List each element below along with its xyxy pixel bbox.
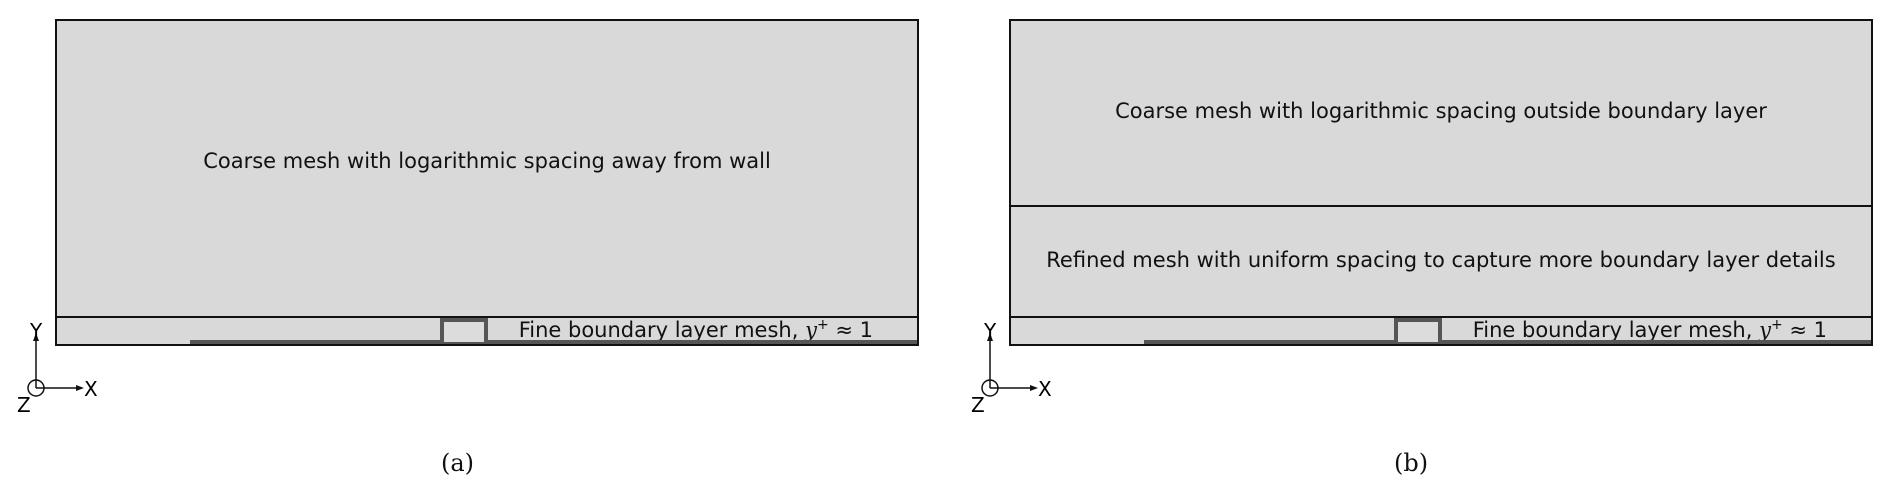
axes-triad-a: Y X Z — [14, 319, 104, 417]
yplus-value: ≈ 1 — [1782, 318, 1827, 342]
yplus-var: y — [1759, 318, 1771, 342]
axes-icon: Y X Z — [971, 319, 1052, 417]
panel-b-domain: Coarse mesh with logarithmic spacing out… — [1009, 19, 1873, 346]
refined-region-divider — [1011, 205, 1871, 207]
caption-a: (a) — [441, 449, 475, 477]
caption-b: (b) — [1394, 449, 1429, 477]
x-axis-label: X — [84, 377, 98, 401]
coarse-region-label: Coarse mesh with logarithmic spacing out… — [1115, 99, 1767, 123]
detail-box — [1394, 318, 1442, 344]
boundary-layer-label: Fine boundary layer mesh, y+ ≈ 1 — [1473, 317, 1827, 342]
x-axis-label: X — [1038, 377, 1052, 401]
z-axis-label: Z — [971, 393, 985, 412]
yplus-sup: + — [816, 317, 829, 333]
bl-text: Fine boundary layer mesh, — [518, 318, 806, 342]
bl-text: Fine boundary layer mesh, — [1472, 318, 1760, 342]
coarse-region-label: Coarse mesh with logarithmic spacing awa… — [203, 149, 771, 173]
y-axis-label: Y — [29, 322, 43, 343]
wall-strip — [190, 340, 917, 344]
axes-triad-b: Y X Z — [968, 319, 1058, 417]
boundary-layer-divider — [1011, 316, 1871, 318]
yplus-value: ≈ 1 — [828, 318, 873, 342]
yplus-sup: + — [1770, 317, 1783, 333]
wall-strip — [1144, 340, 1871, 344]
z-axis-label: Z — [17, 393, 31, 412]
yplus-var: y — [805, 318, 817, 342]
refined-region-label: Refined mesh with uniform spacing to cap… — [1046, 248, 1836, 272]
boundary-layer-divider — [57, 316, 917, 318]
y-axis-label: Y — [983, 322, 997, 343]
boundary-layer-label: Fine boundary layer mesh, y+ ≈ 1 — [519, 317, 873, 342]
axes-icon: Y X Z — [17, 319, 98, 417]
panel-a-domain: Coarse mesh with logarithmic spacing awa… — [55, 19, 919, 346]
detail-box — [440, 318, 488, 344]
